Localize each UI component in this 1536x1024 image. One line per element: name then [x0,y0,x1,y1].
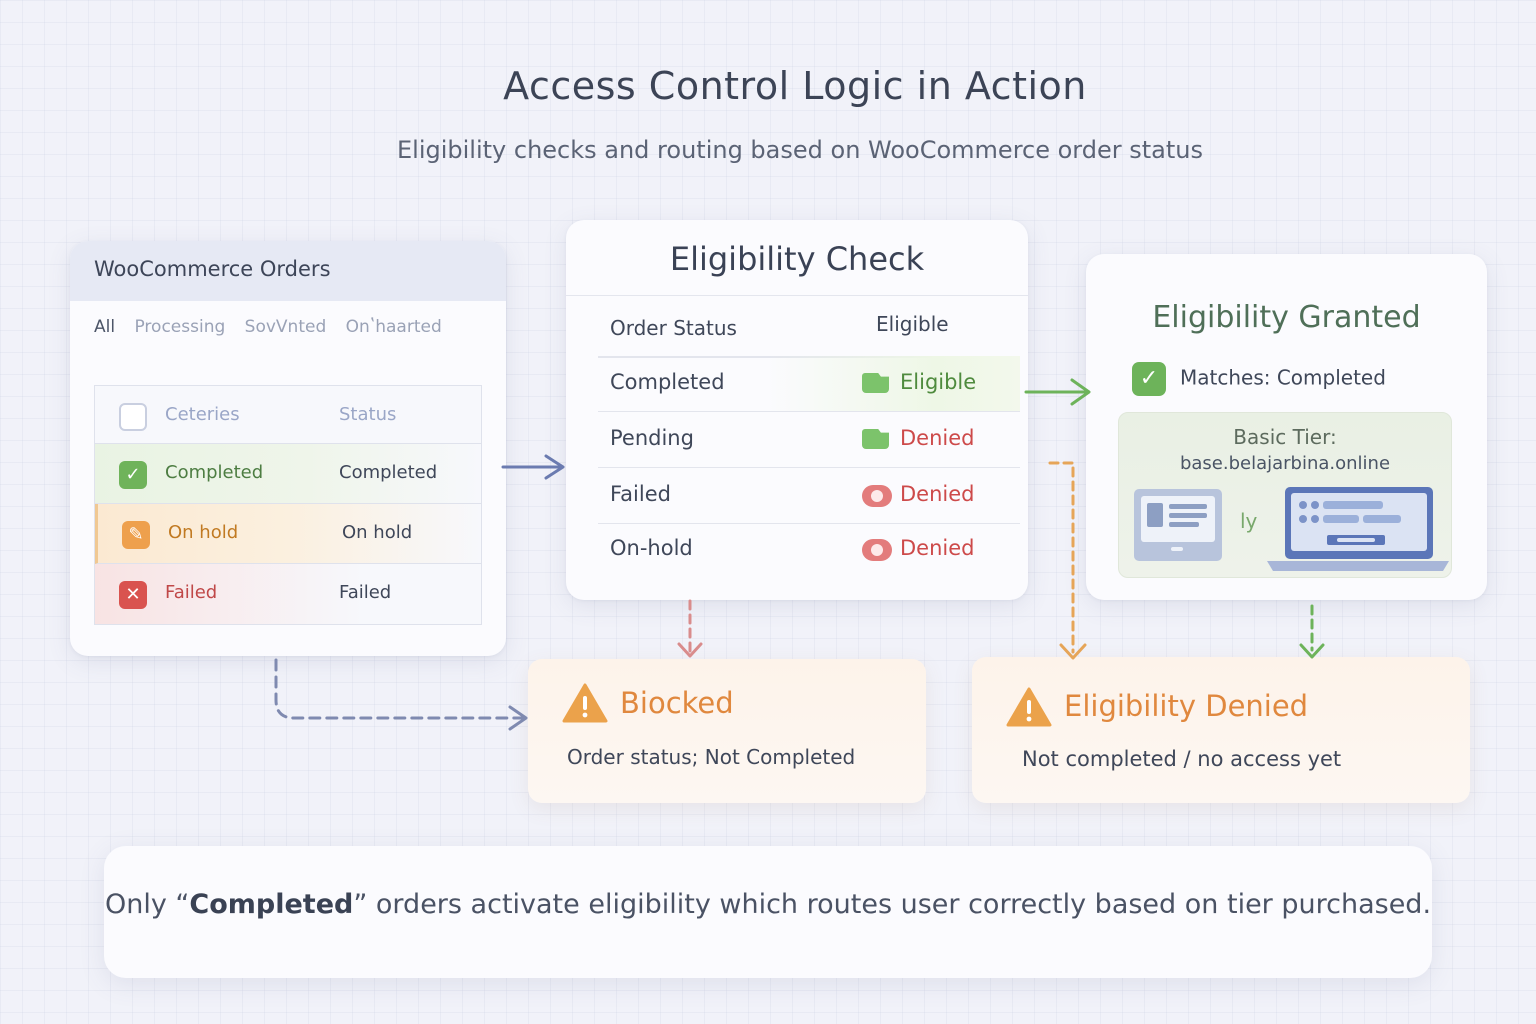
footer-note: Only “Completed” orders activate eligibi… [104,846,1432,978]
folder-icon [862,429,889,449]
column-header-categories: Ceteries [165,404,240,425]
tier-title: Basic Tier: [1233,425,1337,449]
check-status: On-hold [610,536,693,560]
check-status: Pending [610,426,694,450]
order-status: Failed [339,582,392,603]
filter-tab-on-hold[interactable]: Onʽhaarted [345,317,442,337]
check-row-completed: Completed Eligible [598,356,1020,412]
tier-url[interactable]: base.belajarbina.online [1179,453,1391,474]
footer-text-part1: Only “ [104,889,190,920]
check-row-pending: Pending Denied [598,412,1020,468]
woocommerce-orders-panel: WooCommerce Orders All Processing SovVnt… [70,241,506,656]
footer-text-emphasis: Completed [189,889,354,920]
denied-toggle-icon [862,539,892,561]
arrow-orders-to-check [501,454,565,480]
order-status: On hold [342,522,413,543]
filter-tab-processing[interactable]: Processing [134,317,226,337]
check-result: Denied [900,536,975,560]
filter-tab-submitted[interactable]: SovVnted [244,317,327,337]
match-text: Matches: Completed [1180,365,1386,390]
order-filter-tabs: All Processing SovVnted Onʽhaarted [94,317,456,337]
desktop-monitor-icon [1134,489,1222,561]
denied-title: Eligibility Denied [1064,689,1309,723]
warning-icon [562,683,608,723]
check-result: Denied [900,482,975,506]
eligibility-granted-title: Eligibility Granted [1152,300,1421,335]
select-all-checkbox[interactable] [119,403,147,431]
denied-toggle-icon [862,485,892,507]
column-header-order-status: Order Status [610,316,737,340]
denied-subtitle: Not completed / no access yet [1022,747,1342,771]
basic-tier-box: Basic Tier: base.belajarbina.online ly [1118,412,1452,578]
arrow-orders-to-blocked [274,658,528,731]
blocked-title: Biocked [620,686,734,720]
eligibility-check-title: Eligibility Check [566,220,1028,296]
eligibility-granted-panel: Eligibility Granted ✓Matches: Completed … [1086,254,1487,600]
folder-icon [862,373,889,393]
order-row-on-hold[interactable]: ✎ On hold On hold [95,504,481,564]
tier-connector-glyph: ly [1240,509,1258,533]
laptop-dashboard-icon [1267,487,1449,571]
footer-text-part2: ” orders activate eligibility which rout… [353,889,1432,920]
order-row-failed[interactable]: ✕ Failed Failed [95,564,481,624]
order-label: On hold [168,522,239,543]
filter-tab-all[interactable]: All [94,317,116,337]
check-icon: ✓ [119,461,147,489]
order-row-completed[interactable]: ✓ Completed Completed [95,444,481,504]
warning-icon [1006,687,1052,727]
eligibility-check-panel: Eligibility Check Order Status Eligible … [566,220,1028,600]
check-result: Denied [900,426,975,450]
match-indicator: ✓ Matches: Completed [1132,362,1386,396]
blocked-subtitle: Order status; Not Completed [567,745,856,769]
orders-panel-title: WooCommerce Orders [70,241,506,301]
arrow-check-to-blocked [677,599,703,658]
check-icon: ✓ [1132,362,1166,396]
page-subtitle: Eligibility checks and routing based on … [396,136,1203,164]
page-title: Access Control Logic in Action [503,64,1087,108]
order-status: Completed [339,462,438,483]
footer-text: Only “Completed” orders activate eligibi… [104,882,1432,928]
x-icon: ✕ [119,581,147,609]
arrow-granted-to-denied-green [1299,604,1325,659]
check-row-on-hold: On-hold Denied [598,522,1020,578]
orders-table-header: Ceteries Status [95,386,481,444]
pencil-icon: ✎ [122,521,150,549]
arrow-check-to-granted [1024,378,1091,406]
check-status: Completed [610,370,725,394]
order-label: Completed [165,462,264,483]
arrow-to-denied-orange [1048,461,1087,660]
check-row-failed: Failed Denied [598,468,1020,524]
eligibility-denied-card: Eligibility Denied Not completed / no ac… [972,657,1470,803]
orders-table: Ceteries Status ✓ Completed Completed ✎ … [94,385,482,625]
column-header-status: Status [339,404,397,425]
column-header-eligible: Eligible [876,312,949,336]
check-result: Eligible [900,370,977,394]
check-table-header: Order Status Eligible [598,302,1020,358]
check-status: Failed [610,482,671,506]
order-label: Failed [165,582,218,603]
blocked-card: Biocked Order status; Not Completed [528,659,926,803]
